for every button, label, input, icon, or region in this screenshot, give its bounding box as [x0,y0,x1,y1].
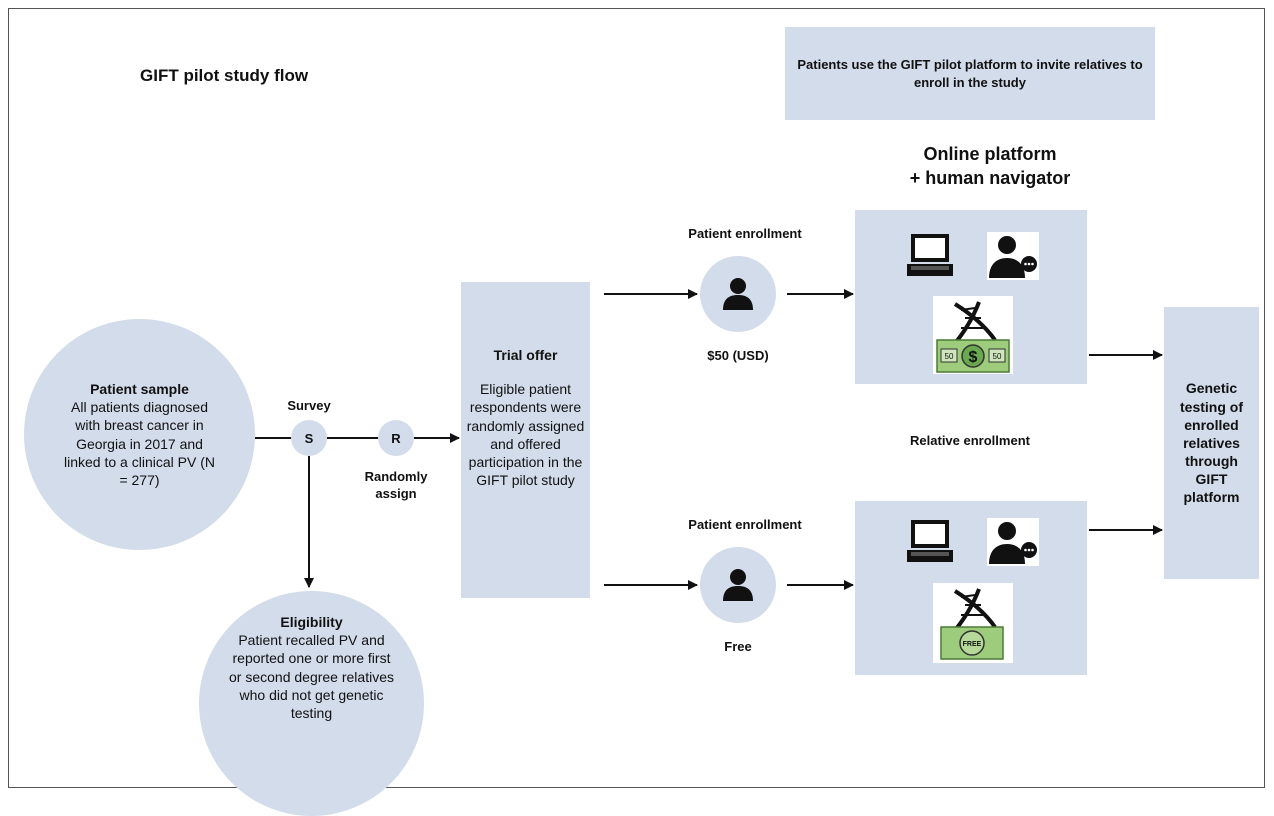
person-icon [723,569,753,601]
platform-box-free: FREE [855,501,1087,675]
trial-offer-heading: Trial offer [493,347,558,363]
free-patient-circle [700,547,776,623]
platform-heading: Online platform + human navigator [845,142,1135,191]
randomly-assign-line2: assign [375,485,417,501]
platform-heading-line1: Online platform [923,144,1057,164]
diagram-title: GIFT pilot study flow [140,66,309,85]
navigator-icon [987,232,1039,285]
trial-offer-box: Trial offer Eligible patient respondents… [461,282,590,598]
relative-enrollment-label: Relative enrollment [910,433,1030,448]
bill-denomination-left: 50 [945,352,954,361]
eligibility-circle: Eligibility Patient recalled PV and repo… [199,591,424,816]
platform-heading-line2: + human navigator [909,168,1071,189]
randomly-assign-label: Randomly assign [350,469,442,503]
eligibility-body: Patient recalled PV and reported one or … [229,632,394,721]
platform-box-paid: $ 50 50 [855,210,1087,384]
person-icon [723,278,753,310]
laptop-icon [905,516,955,571]
randomize-node: R [378,420,414,456]
free-incentive-label: Free [724,639,752,654]
survey-node: S [291,420,327,456]
patient-sample-heading: Patient sample [90,380,189,397]
randomly-assign-line1: Randomly [364,469,428,484]
free-enrollment-label: Patient enrollment [688,517,802,532]
diagram-canvas: GIFT pilot study flow Patients use the G… [8,8,1265,816]
bill-free-text: FREE [963,641,982,648]
patient-sample-body: All patients diagnosed with breast cance… [64,399,215,488]
trial-offer-body: Eligible patient respondents were random… [466,381,585,489]
eligibility-heading: Eligibility [280,614,343,630]
paid-incentive-label: $50 (USD) [707,348,769,363]
dna-free-icon: FREE [933,583,1013,668]
platform-invite-note: Patients use the GIFT pilot platform to … [785,27,1155,120]
paid-patient-circle [700,256,776,332]
connector-arrows [255,289,1163,590]
patient-sample-circle: Patient sample All patients diagnosed wi… [24,319,255,550]
bill-denomination-right: 50 [993,352,1002,361]
svg-text:$: $ [969,349,978,366]
navigator-icon [987,518,1039,571]
dna-money-icon: $ 50 50 [933,296,1013,379]
paid-enrollment-label: Patient enrollment [688,226,802,241]
genetic-testing-box: Genetic testing of enrolled relatives th… [1164,307,1259,579]
survey-label: Survey [287,398,331,413]
laptop-icon [905,230,955,285]
